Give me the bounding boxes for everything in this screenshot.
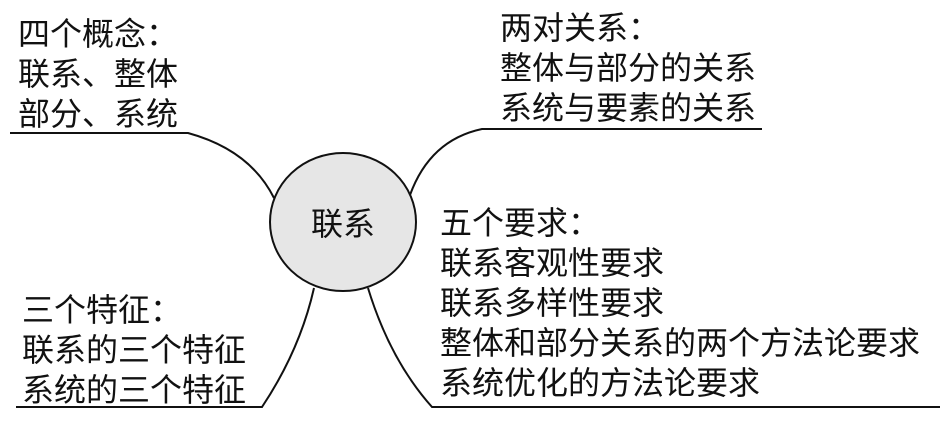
connector-bottom-right [367, 287, 940, 408]
branch-two-relations: 两对关系： 整体与部分的关系 系统与要素的关系 [500, 8, 756, 128]
branch-line: 联系、整体 [18, 55, 179, 93]
center-node-label: 联系 [310, 205, 375, 243]
branch-line: 整体和部分关系的两个方法论要求 [440, 324, 921, 362]
branch-line: 联系的三个特征 [22, 331, 247, 369]
branch-line: 联系多样性要求 [440, 284, 665, 322]
branch-four-concepts: 四个概念： 联系、整体 部分、系统 [18, 14, 178, 134]
connector-top-right [409, 128, 762, 196]
branch-line: 整体与部分的关系 [500, 49, 757, 87]
center-node-circle [269, 152, 417, 292]
branch-title: 三个特征： [22, 291, 183, 329]
branch-title: 五个要求： [440, 204, 601, 242]
branch-line: 部分、系统 [18, 95, 179, 133]
connector-bottom-left [16, 287, 315, 408]
branch-five-requirements: 五个要求： 联系客观性要求 联系多样性要求 整体和部分关系的两个方法论要求 系统… [440, 203, 920, 403]
branch-line: 联系客观性要求 [440, 244, 665, 282]
branch-line: 系统优化的方法论要求 [440, 364, 761, 402]
branch-title: 四个概念： [18, 15, 179, 53]
branch-line: 系统的三个特征 [22, 371, 247, 409]
branch-three-features: 三个特征： 联系的三个特征 系统的三个特征 [22, 290, 246, 410]
branch-line: 系统与要素的关系 [500, 89, 757, 127]
branch-title: 两对关系： [500, 9, 661, 47]
connector-top-left [10, 132, 275, 199]
